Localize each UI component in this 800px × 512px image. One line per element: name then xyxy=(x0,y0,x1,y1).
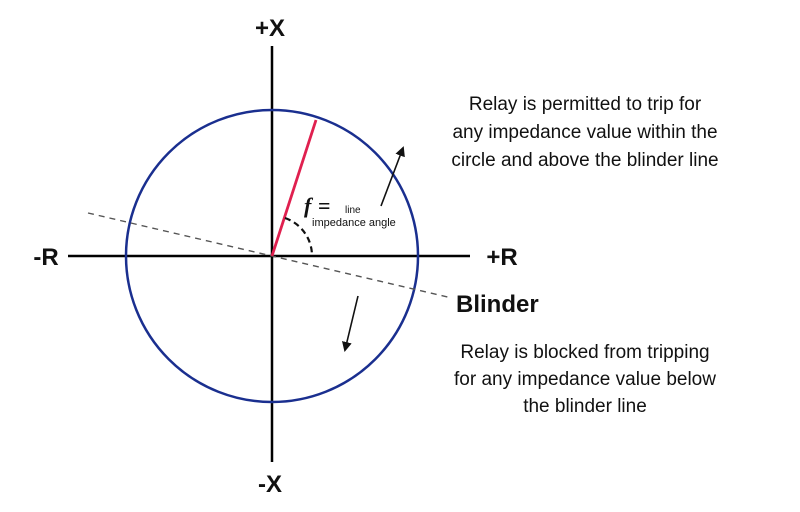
axis-label-neg-x: -X xyxy=(258,471,282,498)
angle-subtitle: impedance angle xyxy=(312,217,396,229)
mho-circle xyxy=(124,108,420,404)
axis-label-pos-r: +R xyxy=(486,244,517,271)
impedance-angle-arc xyxy=(284,216,314,257)
blinder-line xyxy=(87,212,453,299)
blocked-note-line-2: for any impedance value below xyxy=(454,369,716,390)
blinder-label: Blinder xyxy=(456,291,539,318)
line-impedance-vector xyxy=(270,119,318,257)
trip-zone-arrow xyxy=(380,146,405,207)
blocked-note-line-1: Relay is blocked from tripping xyxy=(460,342,709,363)
permitted-note-line-1: Relay is permitted to trip for xyxy=(469,94,702,115)
blocked-note-line-3: the blinder line xyxy=(523,396,647,417)
angle-equals: = xyxy=(318,193,331,218)
angle-line-word: line xyxy=(345,205,361,216)
permitted-note-line-2: any impedance value within the xyxy=(452,122,717,143)
permitted-note-line-3: circle and above the blinder line xyxy=(451,150,718,171)
axis-label-neg-r: -R xyxy=(33,244,58,271)
blocked-zone-arrow xyxy=(342,295,359,352)
angle-symbol: f xyxy=(304,193,314,218)
axis-label-pos-x: +X xyxy=(255,15,285,42)
